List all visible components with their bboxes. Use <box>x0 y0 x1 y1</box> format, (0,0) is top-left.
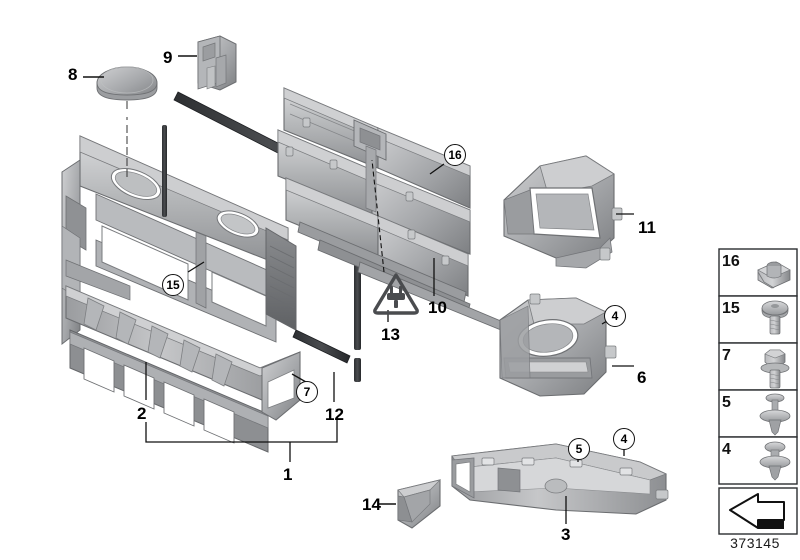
callout-12: 12 <box>325 405 344 424</box>
part-2-lower-air-duct-grille <box>65 285 301 453</box>
callout-15-circle: 15 <box>162 274 184 296</box>
callout-14: 14 <box>362 495 381 514</box>
callout-5-circle: 5 <box>568 438 590 460</box>
legend-icon-expanding-rivet-small <box>759 441 791 481</box>
callout-6: 6 <box>637 368 647 387</box>
fastener-legend-panel <box>718 248 798 536</box>
part-14-deflector-wedge <box>378 479 442 529</box>
legend-number-7: 7 <box>722 347 731 364</box>
mounting-pin-vertical <box>162 125 167 217</box>
part-6-air-duct-lower-right <box>499 293 617 397</box>
callout-2: 2 <box>137 404 147 423</box>
callout-10: 10 <box>428 298 447 317</box>
legend-icon-direction-arrow <box>729 493 785 529</box>
callout-4-circle-duct: 4 <box>604 305 626 327</box>
callout-4-circle-channel: 4 <box>613 428 635 450</box>
callout-9: 9 <box>163 48 173 67</box>
callout-7-circle: 7 <box>296 381 318 403</box>
callout-11: 11 <box>638 218 656 237</box>
part-3-lower-air-channel <box>451 443 669 515</box>
part-9-sensor-module <box>178 35 237 91</box>
legend-number-16: 16 <box>722 253 740 270</box>
legend-number-5: 5 <box>722 394 731 411</box>
callout-3: 3 <box>561 525 571 544</box>
electrical-plug-warning-icon <box>372 272 420 316</box>
legend-icon-expanding-rivet-large <box>759 393 791 436</box>
callout-1: 1 <box>283 465 293 484</box>
part-1-front-panel-carrier <box>61 135 301 453</box>
leader-lines <box>145 159 634 524</box>
legend-number-15: 15 <box>722 300 740 317</box>
callout-8: 8 <box>68 65 78 84</box>
legend-icon-hex-flange-bolt <box>760 349 790 389</box>
part-10-air-flap-module <box>277 87 509 333</box>
part-8-cover-cap <box>83 66 158 101</box>
part-11-air-duct-upper-right <box>503 155 623 269</box>
callout-16-circle: 16 <box>444 144 466 166</box>
legend-number-4: 4 <box>722 441 731 458</box>
legend-icon-clip-nut-bracket <box>757 261 791 289</box>
callout-13: 13 <box>381 325 400 344</box>
diagram-id-number: 373145 <box>730 535 780 551</box>
legend-icon-dome-head-screw <box>761 300 789 335</box>
